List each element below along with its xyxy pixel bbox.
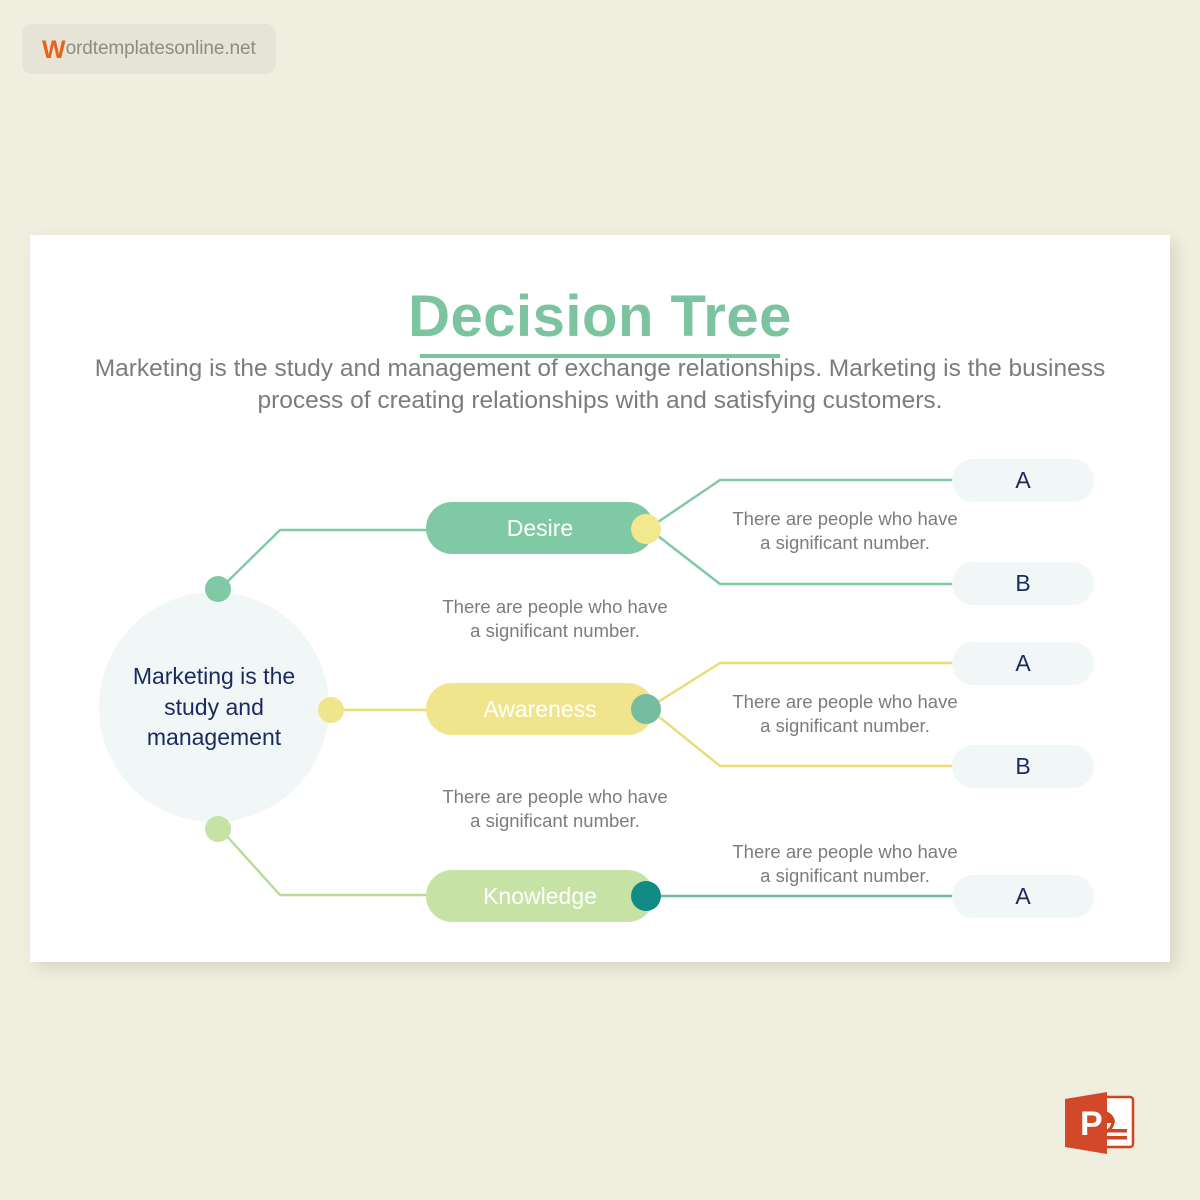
leaf-label-desire-b: B xyxy=(1015,570,1031,596)
awareness-output-connector-dot[interactable] xyxy=(631,694,661,724)
svg-text:P: P xyxy=(1080,1105,1103,1143)
knowledge-output-connector-dot[interactable] xyxy=(631,881,661,911)
caption-awareness-branch: There are people who have a significant … xyxy=(732,691,958,737)
page-subtitle: Marketing is the study and management of… xyxy=(94,355,1106,414)
root-node[interactable]: Marketing is the study and management xyxy=(99,592,329,822)
branch-label-desire: Desire xyxy=(506,514,574,541)
root-node-label: Marketing is the study and management xyxy=(132,663,296,751)
root-top-connector-dot[interactable] xyxy=(205,576,231,602)
slide-card: Decision Tree Marketing is the study and… xyxy=(30,235,1170,962)
caption-root-upper: There are people who have a significant … xyxy=(442,596,668,642)
branch-node-desire[interactable]: Desire xyxy=(426,502,654,554)
leaf-label-awareness-a: A xyxy=(1015,650,1031,676)
leaf-node-awareness-b[interactable]: B xyxy=(952,745,1094,788)
root-right-connector-dot[interactable] xyxy=(318,697,344,723)
branch-node-awareness[interactable]: Awareness xyxy=(426,683,654,735)
caption-knowledge-branch: There are people who have a significant … xyxy=(732,841,958,887)
page-title-text: Decision Tree xyxy=(408,284,792,349)
root-bottom-connector-dot[interactable] xyxy=(205,816,231,842)
branch-node-knowledge[interactable]: Knowledge xyxy=(426,870,654,922)
leaf-label-awareness-b: B xyxy=(1015,753,1031,779)
caption-root-lower: There are people who have a significant … xyxy=(442,786,668,832)
leaf-label-desire-a: A xyxy=(1015,467,1031,493)
branch-label-awareness: Awareness xyxy=(483,695,597,722)
leaf-node-desire-b[interactable]: B xyxy=(952,562,1094,605)
watermark-label: ordtemplatesonline.net xyxy=(65,38,256,59)
desire-output-connector-dot[interactable] xyxy=(631,514,661,544)
leaf-node-knowledge-a[interactable]: A xyxy=(952,875,1094,918)
page-title: Decision Tree xyxy=(30,283,1170,358)
leaf-node-awareness-a[interactable]: A xyxy=(952,642,1094,685)
leaf-label-knowledge-a: A xyxy=(1015,883,1031,909)
powerpoint-file-icon: P xyxy=(1065,1092,1135,1154)
watermark-initial: W xyxy=(42,35,66,64)
branch-label-knowledge: Knowledge xyxy=(483,882,597,909)
caption-desire-branch: There are people who have a significant … xyxy=(732,508,958,554)
title-underline xyxy=(420,354,780,358)
leaf-node-desire-a[interactable]: A xyxy=(952,459,1094,502)
